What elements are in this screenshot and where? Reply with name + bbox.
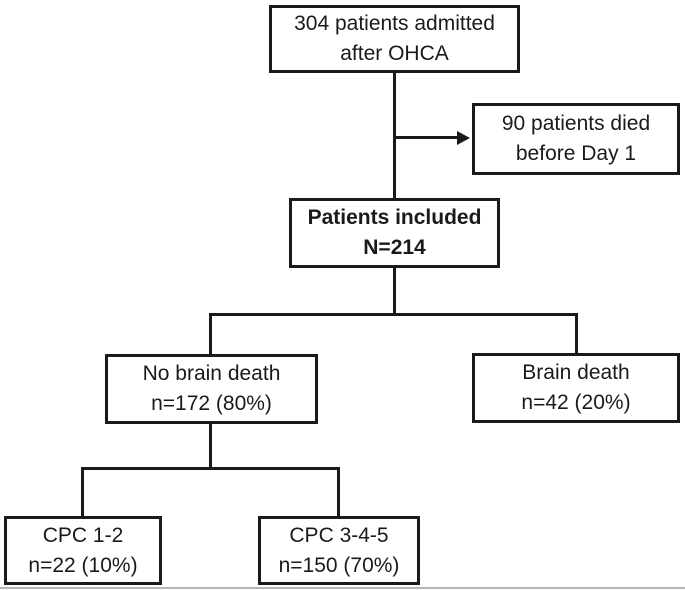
connector-branch1-left-drop [209,313,212,354]
node-cpc-3-4-5: CPC 3-4-5 n=150 (70%) [258,516,420,585]
node-died-before-day1: 90 patients died before Day 1 [472,103,680,175]
node-cpc-3-4-5-line2: n=150 (70%) [278,553,400,577]
connector-included-down [393,268,396,316]
connector-no-brain-death-down [209,424,212,469]
connector-admitted-to-included [393,73,396,198]
node-admitted-line1: 304 patients admitted [294,12,495,35]
node-brain-death: Brain death n=42 (20%) [472,353,680,423]
node-no-brain-death-line1: No brain death [142,362,281,385]
node-brain-death-line2: n=42 (20%) [521,391,631,414]
node-died-line2: before Day 1 [515,142,637,165]
node-admitted-line2: after OHCA [340,42,449,65]
connector-branch2-horizontal [81,467,340,470]
node-cpc-1-2: CPC 1-2 n=22 (10%) [4,516,162,585]
connector-arrow-to-died [395,136,458,139]
node-included-line2: N=214 [363,236,426,259]
node-no-brain-death: No brain death n=172 (80%) [105,354,318,424]
node-patients-included: Patients included N=214 [289,198,500,268]
node-brain-death-line1: Brain death [522,361,630,384]
connector-branch1-right-drop [575,313,578,353]
connector-branch2-left-drop [81,467,84,516]
connector-branch2-right-drop [337,467,340,516]
connector-branch1-horizontal [209,313,578,316]
node-admitted: 304 patients admitted after OHCA [269,5,520,73]
node-cpc-1-2-line2: n=22 (10%) [28,553,138,577]
figure-bottom-rule [0,587,685,589]
node-included-line1: Patients included [307,206,482,229]
arrow-head-icon [457,131,470,145]
node-no-brain-death-line2: n=172 (80%) [151,392,272,415]
node-died-line1: 90 patients died [501,112,651,135]
node-cpc-1-2-line1: CPC 1-2 [42,523,124,547]
node-cpc-3-4-5-line1: CPC 3-4-5 [289,523,389,547]
